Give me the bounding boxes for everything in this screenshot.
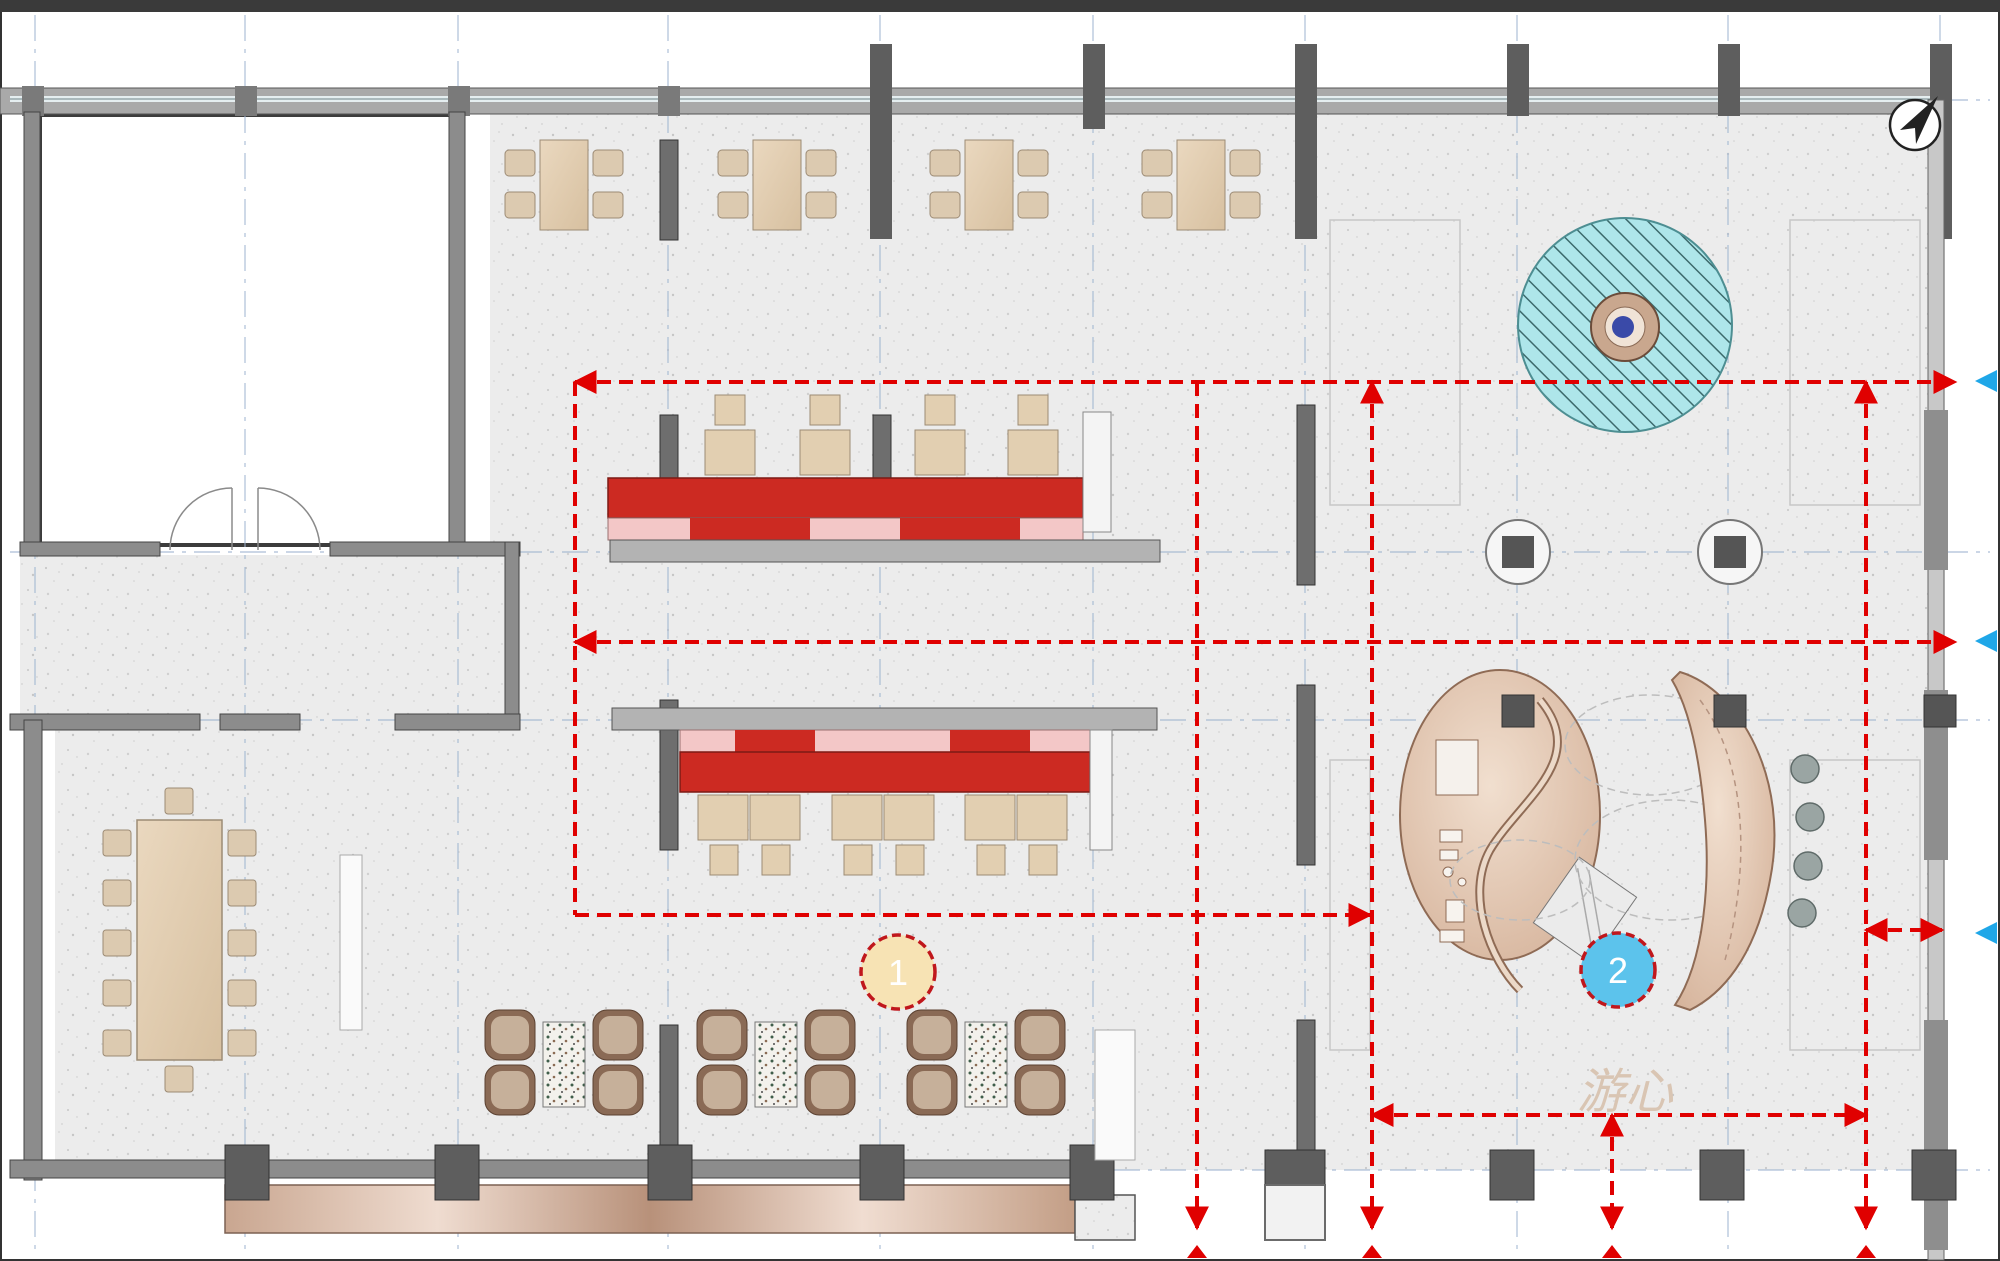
dining-tables-top bbox=[504, 139, 1261, 231]
entrance-arrow-icon bbox=[1975, 370, 1997, 944]
marker-1: 1 bbox=[859, 933, 937, 1011]
reception-desk bbox=[1399, 669, 1638, 994]
marker-1-label: 1 bbox=[888, 952, 908, 993]
exit-arrow-icon bbox=[1187, 1245, 1876, 1258]
north-facade-wall bbox=[0, 44, 1952, 239]
marker-2-label: 2 bbox=[1608, 950, 1628, 991]
workstation-row-1 bbox=[607, 394, 1161, 563]
reception-columns bbox=[1501, 694, 1957, 728]
conference-table bbox=[102, 787, 363, 1093]
circulation-routes bbox=[572, 370, 1958, 1231]
interior-walls-west bbox=[9, 111, 1081, 1181]
top-border-bar bbox=[0, 0, 2000, 12]
crescent-bar-counter bbox=[1670, 670, 1776, 1012]
east-wall bbox=[1924, 99, 1948, 1261]
bar-stools bbox=[1787, 754, 1825, 928]
south-column-base-boxes bbox=[1264, 1184, 1326, 1241]
round-table bbox=[1517, 217, 1733, 433]
workstation-row-2 bbox=[611, 707, 1158, 876]
north-arrow-icon bbox=[1888, 96, 1942, 152]
brand-mark: 游心 bbox=[1577, 1064, 1674, 1120]
lounge-seating bbox=[484, 1009, 1136, 1161]
marker-2: 2 bbox=[1579, 931, 1657, 1009]
round-pillars bbox=[1485, 519, 1763, 585]
mid-columns bbox=[659, 139, 1316, 1151]
bronze-wall-end-block bbox=[1074, 1194, 1136, 1241]
meeting-room-door bbox=[169, 487, 321, 551]
